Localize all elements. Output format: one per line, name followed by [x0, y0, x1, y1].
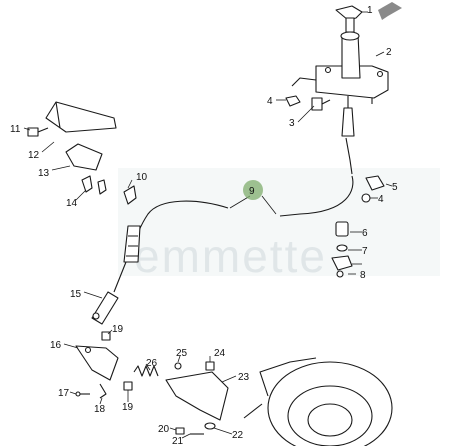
callout-16: 16 — [50, 340, 62, 351]
callout-18: 18 — [94, 404, 106, 415]
part-23-bracket[interactable] — [165, 371, 229, 421]
callout-9: 9 — [249, 186, 255, 197]
part-20-screw[interactable] — [175, 427, 185, 435]
cable-end-top[interactable] — [341, 96, 355, 175]
callout-19-upper: 19 — [112, 324, 124, 335]
part-5-clamp[interactable] — [365, 175, 385, 191]
engine-body — [243, 357, 393, 446]
part-3-screw[interactable] — [311, 97, 331, 111]
callout-26: 26 — [146, 358, 158, 369]
callout-25: 25 — [176, 348, 188, 359]
callout-6: 6 — [362, 228, 368, 239]
part-25-nut[interactable] — [174, 362, 182, 370]
leader-lines — [23, 11, 393, 439]
part-7-washer[interactable] — [336, 244, 348, 252]
part-19-nut-a[interactable] — [101, 331, 111, 341]
callout-19-lower: 19 — [122, 402, 134, 413]
callout-23: 23 — [238, 372, 250, 383]
part-17-pin[interactable] — [75, 391, 90, 397]
part-12-bracket[interactable] — [45, 101, 117, 133]
callout-7: 7 — [362, 246, 368, 257]
part-22-washer[interactable] — [204, 422, 216, 430]
callout-15: 15 — [70, 289, 82, 300]
callout-12: 12 — [28, 150, 40, 161]
callout-1: 1 — [367, 5, 373, 16]
cable-end-lower[interactable] — [113, 225, 141, 293]
highlight-9-marker[interactable] — [243, 180, 263, 200]
callout-10: 10 — [136, 172, 148, 183]
callout-22: 22 — [232, 430, 244, 441]
callout-8: 8 — [360, 270, 366, 281]
callout-3: 3 — [289, 118, 295, 129]
watermark-text: emmette — [134, 230, 327, 282]
callout-21: 21 — [172, 436, 184, 446]
callout-4-top: 4 — [267, 96, 273, 107]
part-2-housing[interactable] — [291, 31, 389, 104]
part-13-plate[interactable] — [65, 143, 103, 171]
part-1-knob[interactable] — [335, 5, 363, 33]
callout-17: 17 — [58, 388, 70, 399]
watermark-band — [118, 168, 440, 276]
part-26-spring[interactable] — [133, 365, 159, 377]
callout-24: 24 — [214, 348, 226, 359]
part-4-nut-top[interactable] — [285, 95, 301, 107]
part-24-bolt[interactable] — [205, 361, 215, 371]
part-14-bolts[interactable] — [81, 175, 107, 195]
part-8-bracket[interactable] — [331, 255, 353, 278]
part-16-lever[interactable] — [75, 345, 119, 381]
callout-13: 13 — [38, 168, 50, 179]
part-18-spring-clip[interactable] — [99, 383, 107, 399]
pointer-arrow-icon — [378, 2, 402, 20]
callout-4-right: 4 — [378, 194, 384, 205]
callout-5: 5 — [392, 182, 398, 193]
callout-20: 20 — [158, 424, 170, 435]
callout-2: 2 — [386, 47, 392, 58]
part-10-clip[interactable] — [123, 185, 137, 205]
part-15-yoke[interactable] — [91, 291, 119, 325]
part-11-bolt[interactable] — [27, 127, 49, 137]
part-19-nut-b[interactable] — [123, 381, 133, 391]
part-6-ferrule[interactable] — [335, 221, 349, 237]
part-4-nut-right[interactable] — [361, 193, 371, 203]
callout-11: 11 — [10, 124, 21, 135]
callout-14: 14 — [66, 198, 78, 209]
